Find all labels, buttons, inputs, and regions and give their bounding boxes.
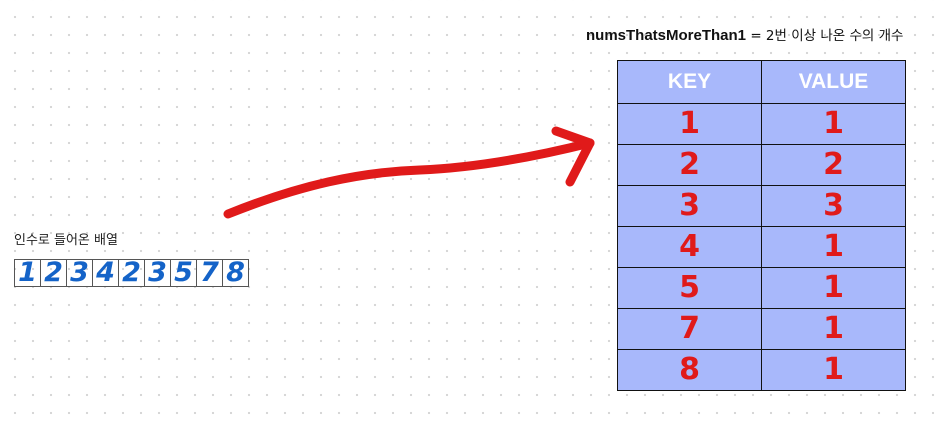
array-label: 인수로 들어온 배열 <box>14 233 118 248</box>
array-value: 3 <box>70 257 89 288</box>
key-value: 3 <box>679 188 700 223</box>
map-title: numsThatsMoreThan1 = 2번 이상 나온 수의 개수 <box>586 24 903 44</box>
key-cell: 1 <box>617 103 762 145</box>
key-value-table: KEY VALUE 1 1 2 2 3 3 4 1 5 1 7 1 8 1 <box>617 60 906 391</box>
value-header: VALUE <box>761 60 906 104</box>
value-cell: 3 <box>761 185 906 227</box>
array-value: 7 <box>200 257 219 288</box>
key-header: KEY <box>617 60 762 104</box>
key-value: 5 <box>679 270 700 305</box>
array-cell: 4 <box>93 257 119 288</box>
array-value: 4 <box>96 257 115 288</box>
table-row: 3 3 <box>617 185 906 227</box>
table-row: 2 2 <box>617 144 906 186</box>
key-cell: 8 <box>617 349 762 391</box>
count-value: 1 <box>823 270 844 305</box>
array-cell: 8 <box>223 257 249 288</box>
key-cell: 5 <box>617 267 762 309</box>
table-row: 5 1 <box>617 267 906 309</box>
arrow-shaft <box>223 138 595 219</box>
input-array: 1 2 3 4 2 3 5 7 8 <box>14 257 249 288</box>
array-cell: 1 <box>15 257 41 288</box>
array-value: 8 <box>226 257 245 288</box>
key-cell: 7 <box>617 308 762 350</box>
key-cell: 3 <box>617 185 762 227</box>
count-value: 1 <box>823 311 844 346</box>
key-value: 8 <box>679 352 700 387</box>
value-cell: 1 <box>761 103 906 145</box>
array-value: 2 <box>122 257 141 288</box>
value-cell: 1 <box>761 308 906 350</box>
array-cell: 7 <box>197 257 223 288</box>
count-value: 1 <box>823 229 844 264</box>
value-cell: 1 <box>761 349 906 391</box>
table-row: 7 1 <box>617 308 906 350</box>
key-value: 2 <box>679 147 700 182</box>
array-value: 1 <box>18 257 37 288</box>
value-cell: 1 <box>761 226 906 268</box>
count-value: 3 <box>823 188 844 223</box>
array-cell: 2 <box>119 257 145 288</box>
array-value: 3 <box>148 257 167 288</box>
array-cell: 2 <box>41 257 67 288</box>
key-cell: 4 <box>617 226 762 268</box>
array-cell: 3 <box>67 257 93 288</box>
table-row: 8 1 <box>617 349 906 391</box>
count-value: 2 <box>823 147 844 182</box>
key-value: 4 <box>679 229 700 264</box>
key-value: 7 <box>679 311 700 346</box>
map-variable-name: numsThatsMoreThan1 <box>586 27 747 44</box>
array-value: 5 <box>174 257 193 288</box>
table-header-row: KEY VALUE <box>617 60 906 104</box>
table-row: 1 1 <box>617 103 906 145</box>
count-value: 1 <box>823 106 844 141</box>
arrow-head <box>551 126 595 187</box>
count-value: 1 <box>823 352 844 387</box>
array-cell: 3 <box>145 257 171 288</box>
array-value: 2 <box>44 257 63 288</box>
array-cell: 5 <box>171 257 197 288</box>
value-cell: 1 <box>761 267 906 309</box>
map-description: = 2번 이상 나온 수의 개수 <box>746 28 904 44</box>
value-cell: 2 <box>761 144 906 186</box>
key-value: 1 <box>679 106 700 141</box>
key-cell: 2 <box>617 144 762 186</box>
table-row: 4 1 <box>617 226 906 268</box>
